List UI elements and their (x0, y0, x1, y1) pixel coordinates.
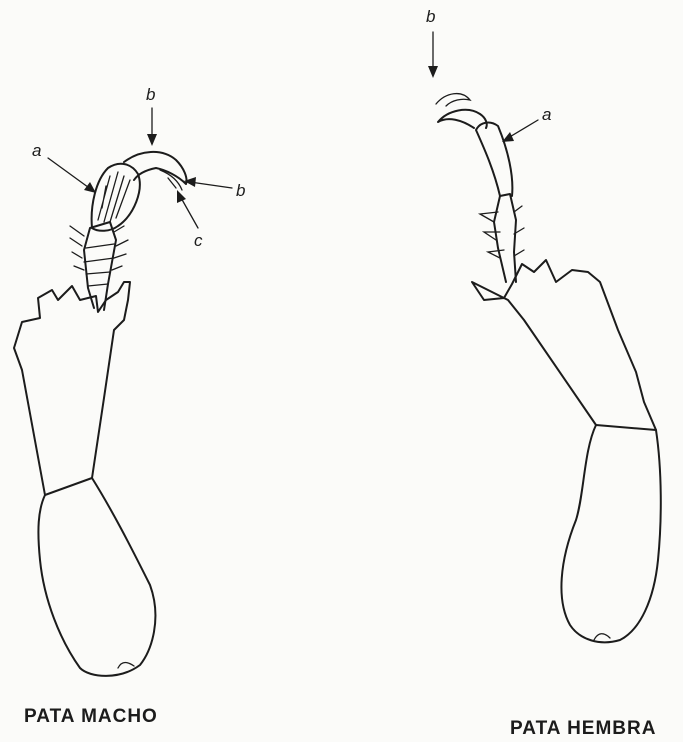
male-arrow-b-top (147, 108, 157, 146)
female-coxa (561, 425, 660, 642)
male-label-a: a (32, 141, 41, 160)
male-label-b-side: b (236, 181, 245, 200)
female-arrow-a (502, 120, 538, 142)
female-propodus (476, 123, 512, 196)
male-leg-drawing: a b b c (14, 85, 245, 676)
male-leg-caption: PATA MACHO (24, 706, 158, 728)
female-femur (472, 260, 656, 430)
male-coxa (38, 478, 155, 676)
male-arrow-c (177, 190, 198, 228)
female-tibia (494, 194, 516, 282)
male-label-c: c (194, 231, 203, 250)
female-leg-drawing: b a (426, 7, 661, 642)
male-propodus (92, 164, 140, 231)
female-arrow-b (428, 32, 438, 78)
male-label-b-top: b (146, 85, 155, 104)
male-arrow-b-side (184, 177, 232, 188)
male-femur (14, 282, 130, 495)
male-arrow-a (48, 158, 96, 193)
female-label-b: b (426, 7, 435, 26)
female-label-a: a (542, 105, 551, 124)
female-leg-caption: PATA HEMBRA (510, 718, 656, 740)
